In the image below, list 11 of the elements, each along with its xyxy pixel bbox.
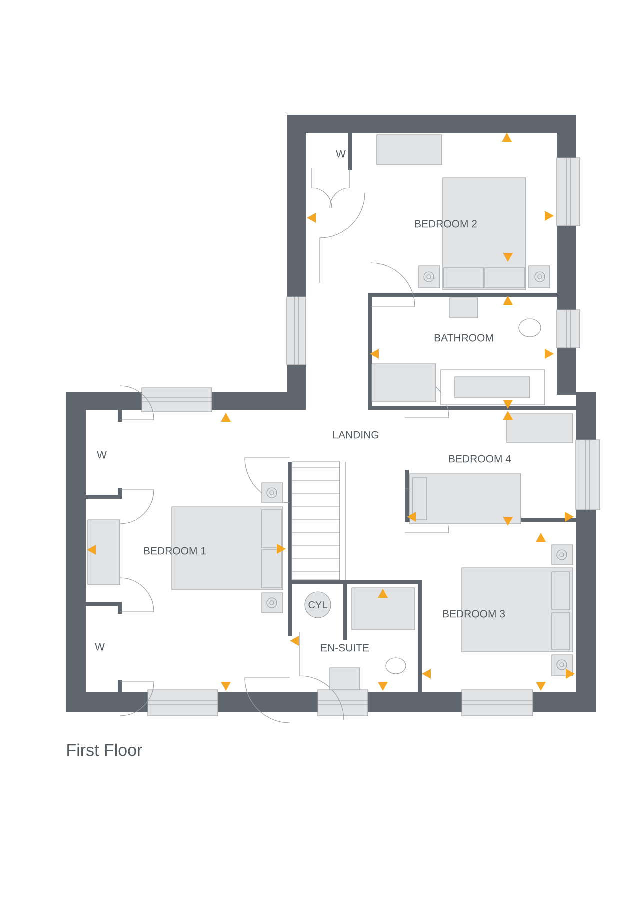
room-label: BATHROOM: [434, 334, 494, 342]
room-label: BEDROOM 2: [415, 220, 477, 228]
room-label: BEDROOM 4: [449, 455, 512, 463]
room-label: LANDING: [334, 431, 379, 439]
room-label: W: [97, 451, 107, 459]
room-label: W: [95, 643, 105, 651]
floor-title: First Floor: [68, 744, 142, 756]
room-label: W: [336, 150, 346, 158]
room-label: BEDROOM 1: [144, 547, 206, 555]
room-label: BEDROOM 3: [443, 610, 506, 618]
room-label: EN-SUITE: [321, 644, 370, 652]
